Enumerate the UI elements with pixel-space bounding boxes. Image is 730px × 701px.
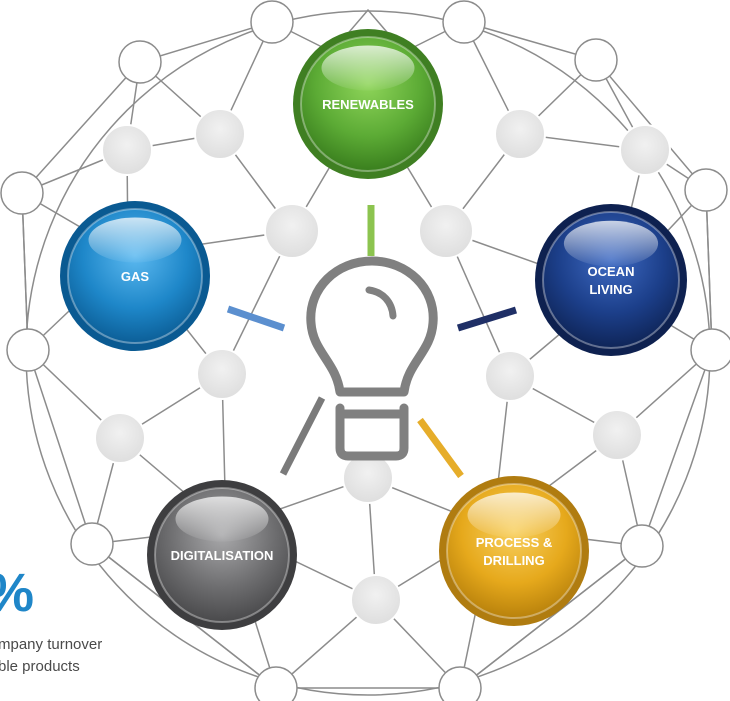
hub-label: PROCESS & [476,535,553,550]
hub-highlight [563,220,659,267]
network-node [194,108,246,160]
network-node [684,168,728,212]
network-node [591,409,643,461]
stat-caption-line-2: ble products [0,657,80,675]
network-node [6,328,50,372]
hub-process-drilling: PROCESS & DRILLING [439,476,589,626]
stat-caption-line-1: mpany turnover [0,636,103,653]
hub-label: GAS [121,269,150,284]
network-node [438,666,482,701]
network-node [94,412,146,464]
network-node [620,524,664,568]
network-node [101,124,153,176]
network-node [350,574,402,626]
network-node [494,108,546,160]
hub-gas: GAS [60,201,210,351]
stat-value: % [0,566,34,620]
hub-highlight [321,45,415,91]
spokes [226,205,518,479]
network-node [442,0,486,44]
network-node [254,666,298,701]
network-node [70,522,114,566]
hub-highlight [88,217,182,263]
category-hubs: RENEWABLES OCEAN LIVING PROCESS & DRILLING DI… [60,29,687,630]
network-node [418,203,474,259]
network-node [690,328,730,372]
network-node [0,171,44,215]
hub-label: OCEAN [588,264,635,279]
hub-renewables: RENEWABLES [293,29,443,179]
stat-caption: mpany turnover ble products [0,634,102,678]
network-node [574,38,618,82]
spoke-digitalisation [279,396,326,476]
network-node [619,124,671,176]
hub-label: LIVING [589,282,632,297]
network-node [196,348,248,400]
spoke-gas [226,305,286,332]
inner-nodes [94,108,671,626]
hub-label: DRILLING [483,553,544,568]
hub-label: RENEWABLES [322,97,414,112]
hub-highlight [467,492,561,538]
network-node [250,0,294,44]
network-node [264,203,320,259]
hub-digitalisation: DIGITALISATION [147,480,297,630]
spoke-ocean-living [456,306,518,332]
spoke-process-drilling [417,417,464,479]
network-node [118,40,162,84]
hub-ocean-living: OCEAN LIVING [535,204,687,356]
network-node [484,350,536,402]
lightbulb-icon [306,256,438,461]
hub-label: DIGITALISATION [171,548,274,563]
hub-highlight [175,496,269,542]
